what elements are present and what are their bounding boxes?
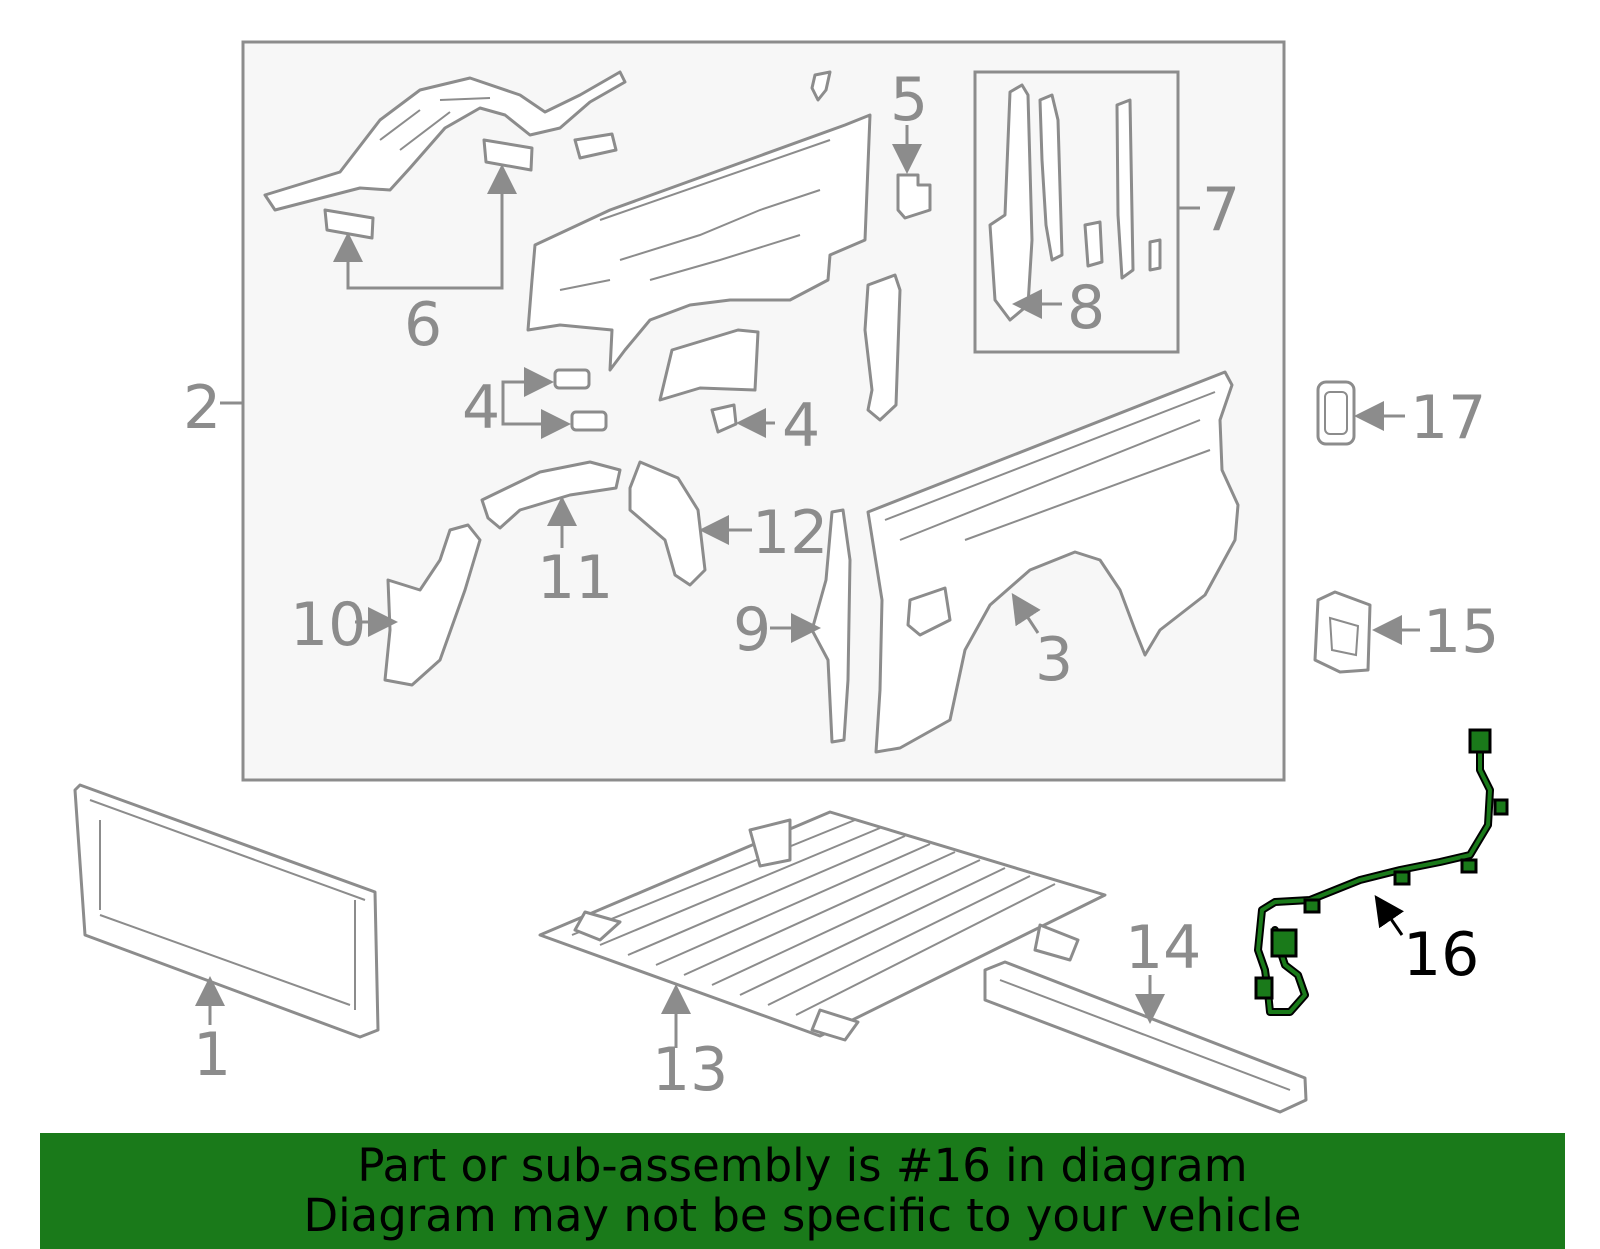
callout-9: 9	[733, 595, 771, 665]
part-14-rail	[983, 960, 1308, 1114]
callout-10: 10	[290, 590, 366, 660]
leader-16	[1374, 895, 1404, 936]
callout-5: 5	[890, 65, 928, 135]
callout-11: 11	[537, 543, 613, 613]
callout-13: 13	[652, 1035, 728, 1105]
part-5-bracket	[896, 173, 932, 220]
part-1-front-panel	[73, 783, 380, 1039]
part-15-bracket	[1313, 590, 1372, 674]
info-banner: Part or sub-assembly is #16 in diagram D…	[40, 1133, 1565, 1249]
part-11-liner	[480, 460, 622, 530]
part-12-liner	[628, 460, 707, 587]
part-3-side-panel	[866, 370, 1240, 754]
part-16-harness	[1254, 728, 1509, 1016]
part-6-brace	[263, 70, 627, 240]
callout-16: 16	[1403, 920, 1479, 990]
callout-17: 17	[1410, 383, 1486, 453]
part-10-extension	[383, 523, 482, 687]
callout-14: 14	[1125, 913, 1201, 983]
banner-line-2: Diagram may not be specific to your vehi…	[303, 1189, 1302, 1242]
callout-2: 2	[183, 373, 221, 443]
callout-4b: 4	[782, 391, 820, 461]
part-9-strip	[810, 508, 852, 744]
callout-15: 15	[1423, 597, 1499, 667]
callout-1: 1	[193, 1020, 231, 1090]
callout-4a: 4	[462, 373, 500, 443]
part-pillar-bracket	[863, 273, 902, 422]
part-17-grommet	[1316, 380, 1356, 446]
callout-7: 7	[1202, 175, 1240, 245]
part-support	[658, 328, 760, 402]
callout-12: 12	[752, 498, 828, 568]
banner-line-1: Part or sub-assembly is #16 in diagram	[357, 1139, 1248, 1192]
leader-3	[1011, 592, 1041, 634]
callout-8: 8	[1067, 273, 1105, 343]
callout-3: 3	[1035, 625, 1073, 695]
part-inner-panel	[526, 70, 872, 372]
part-7-pillars	[988, 83, 1162, 322]
part-13-floor	[538, 810, 1107, 1042]
callout-6: 6	[404, 290, 442, 360]
